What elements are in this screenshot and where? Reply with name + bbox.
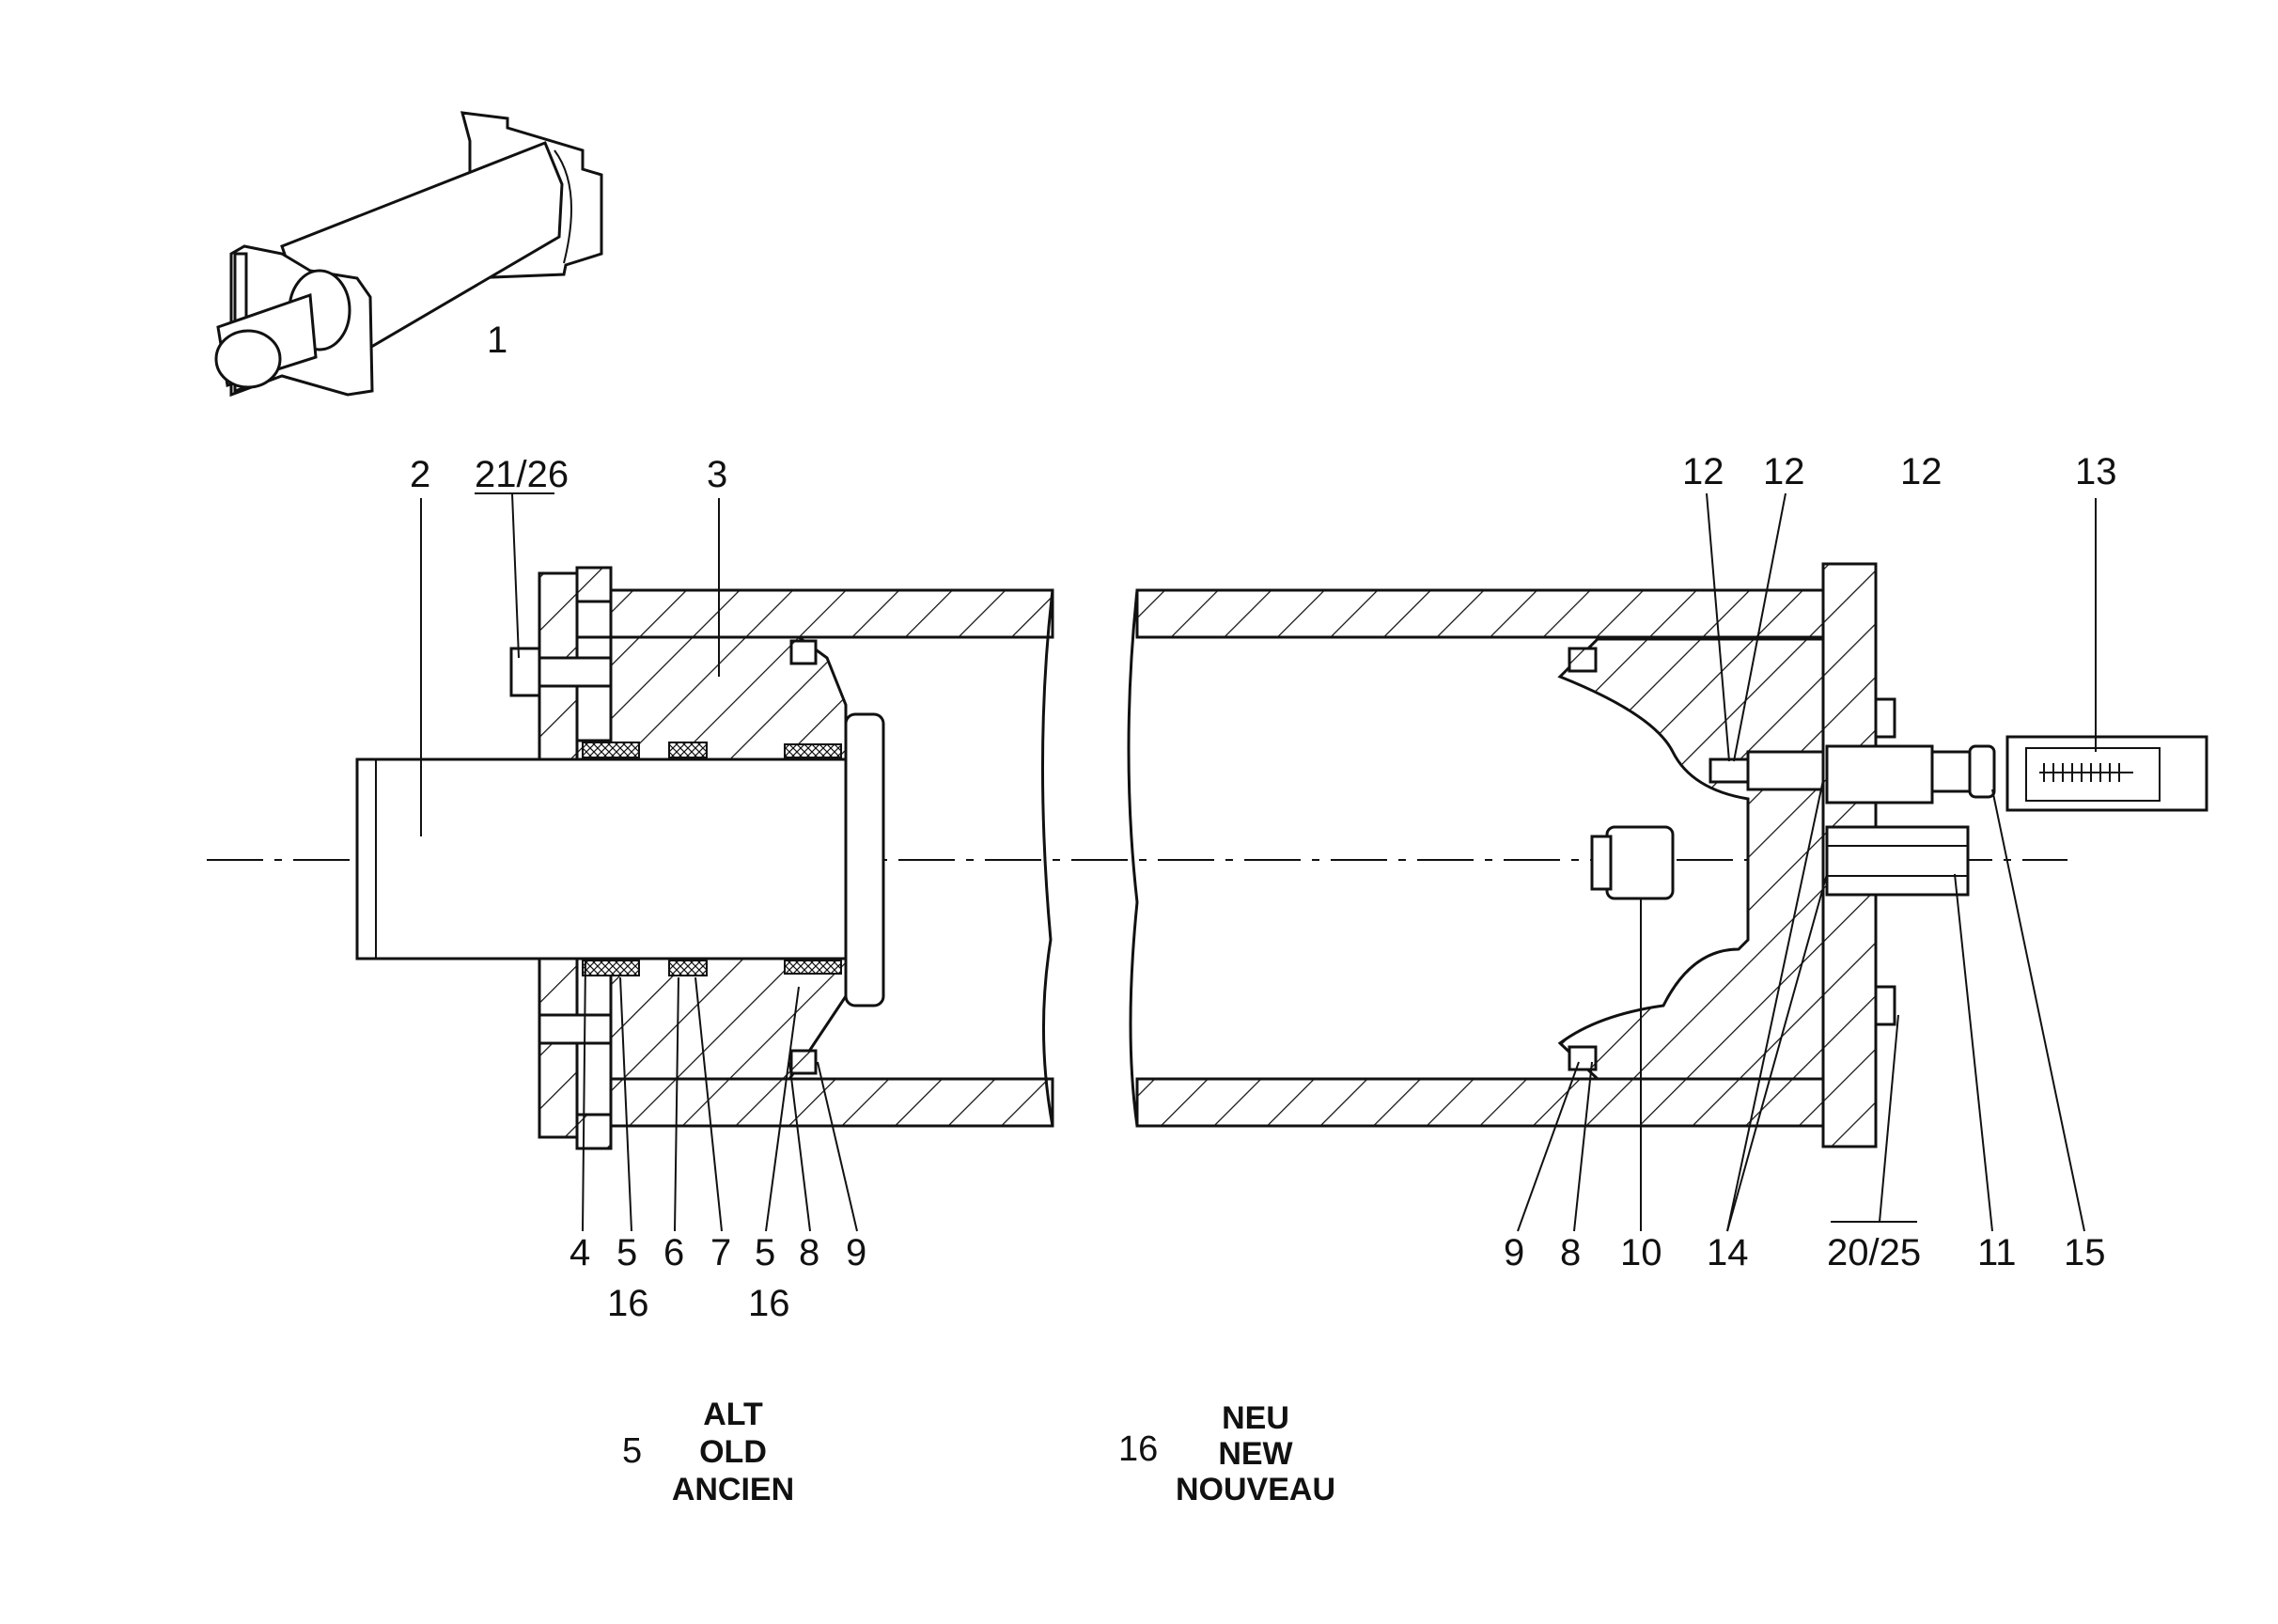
callout-9-b: 9 [1504, 1232, 1524, 1273]
seal-7 [784, 743, 842, 758]
legend-old-line-1: ALT [703, 1397, 763, 1432]
callout-12-c: 12 [1900, 451, 1943, 492]
callout-2: 2 [410, 454, 430, 495]
seal-4 [582, 742, 640, 758]
legend-new-line-1: NEU [1222, 1400, 1289, 1436]
callout-8-b: 8 [1560, 1232, 1581, 1273]
leader-lines [420, 492, 2097, 1232]
barrel-bottom-right [1135, 1077, 1834, 1128]
head-bolt [509, 647, 541, 697]
legend-old: 5 ALT OLD ANCIEN [622, 1397, 794, 1507]
o-ring-8-top [789, 639, 818, 665]
callout-8-a: 8 [799, 1232, 819, 1273]
callout-16-a: 16 [607, 1283, 649, 1324]
callout-12-b: 12 [1763, 451, 1805, 492]
callout-14: 14 [1707, 1232, 1749, 1273]
callout-10: 10 [1620, 1232, 1662, 1273]
legend-new-number: 16 [1118, 1429, 1158, 1469]
callout-21-26: 21/26 [475, 454, 569, 495]
check-valve-12 [1708, 757, 1750, 784]
callout-7: 7 [710, 1232, 731, 1273]
callout-5-b: 5 [755, 1232, 775, 1273]
legend-old-line-2: OLD [699, 1434, 767, 1470]
adapter-12 [1825, 744, 1934, 804]
callout-12-a: 12 [1682, 451, 1724, 492]
legend-old-number: 5 [622, 1431, 642, 1471]
callout-labels: 1 2 21/26 3 12 12 12 13 4 5 6 7 5 8 9 16… [410, 320, 2117, 1324]
barrel-top-right [1135, 588, 1834, 639]
barrel-top-left [609, 588, 1054, 639]
seal-6 [668, 742, 708, 758]
o-ring-8-bottom [789, 1049, 818, 1075]
callout-6: 6 [663, 1232, 684, 1273]
legend-new: 16 NEU NEW NOUVEAU [1118, 1400, 1335, 1507]
callout-15: 15 [2064, 1232, 2106, 1273]
cylinder-right-end-section [1127, 562, 2208, 1148]
callout-5-a: 5 [616, 1232, 637, 1273]
cylinder-left-end-section [355, 566, 1054, 1150]
callout-9-a: 9 [846, 1232, 866, 1273]
callout-20-25: 20/25 [1827, 1232, 1921, 1273]
barrel-bottom-left [609, 1077, 1054, 1128]
legend-new-line-2: NEW [1218, 1436, 1293, 1472]
callout-1: 1 [487, 320, 507, 361]
callout-16-b: 16 [748, 1283, 790, 1324]
callout-4: 4 [570, 1232, 590, 1273]
legend-old-line-3: ANCIEN [672, 1472, 794, 1507]
piston-rod [355, 757, 848, 960]
callout-11: 11 [1977, 1232, 2017, 1273]
callout-13: 13 [2075, 451, 2117, 492]
valve-body-11 [1825, 825, 1970, 897]
legend-new-line-3: NOUVEAU [1176, 1472, 1335, 1507]
cylinder-isometric-view [214, 111, 603, 398]
callout-3: 3 [707, 454, 727, 495]
cylinder-bottom [1557, 637, 1825, 1081]
nut-10 [1605, 825, 1675, 900]
